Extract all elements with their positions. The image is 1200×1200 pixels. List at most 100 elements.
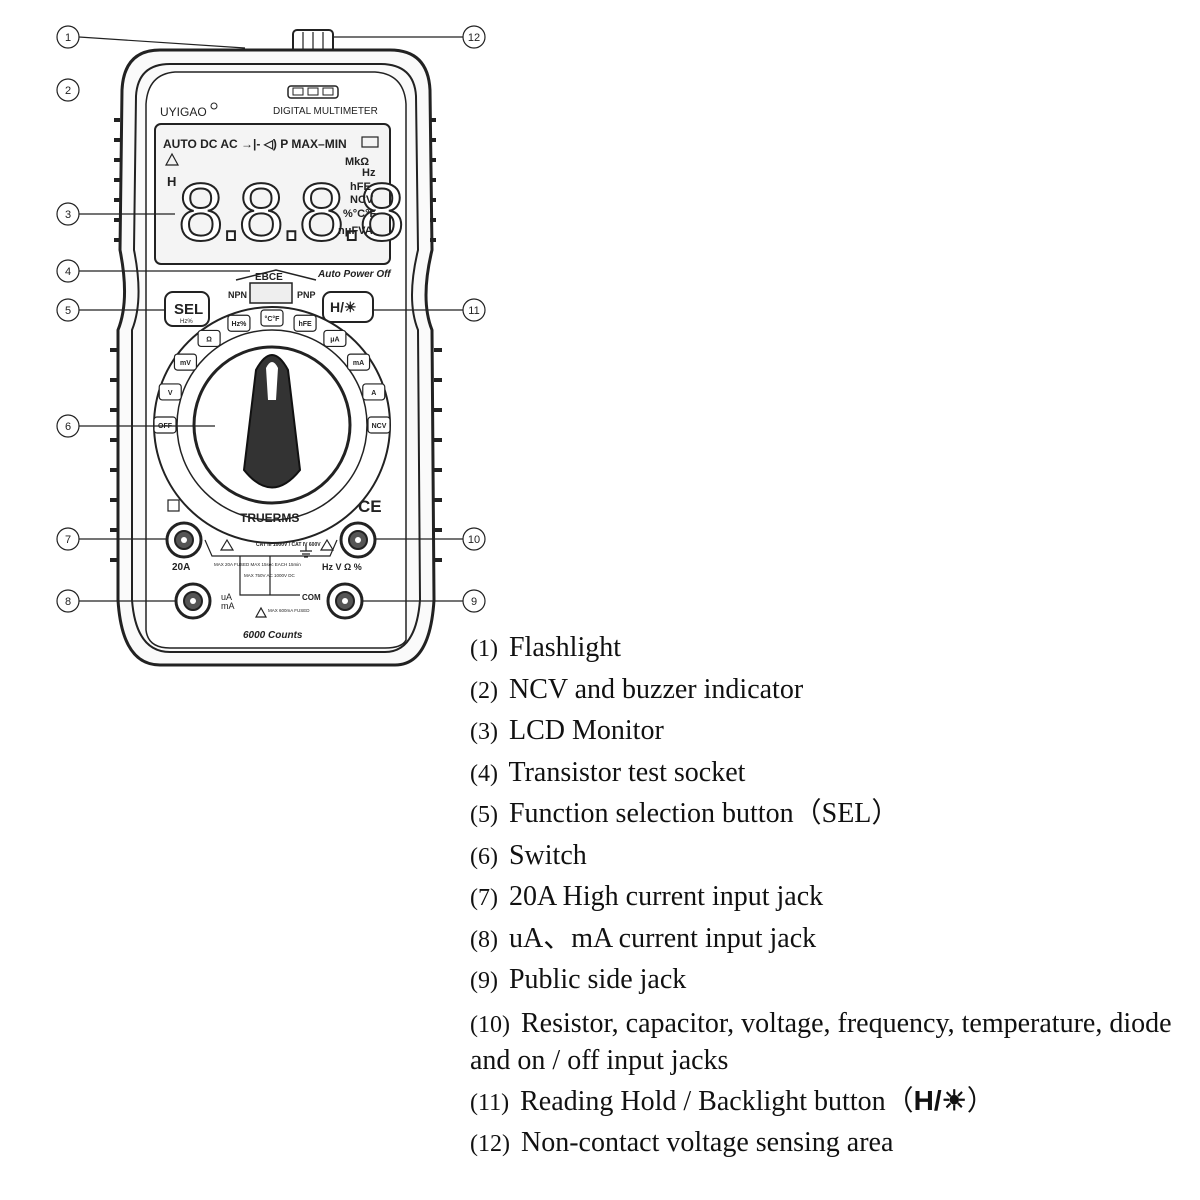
fuse-20a-label: MAX 20A FUSED MAX 15sec EACH 15min [214,562,301,567]
callout-circle [56,202,80,226]
legend-item-6: (6) Switch [470,839,587,871]
dial-position-label: Ω [206,336,212,343]
sel-button-sublabel: Hz% [180,319,193,325]
dial-position-label: °C°F [265,315,281,323]
legend-item-9: (9) Public side jack [470,964,687,995]
legend-item-3: (3) LCD Monitor [470,715,664,746]
legend-list: (1) Flashlight (2) NCV and buzzer indica… [470,628,1200,1165]
dial-position-box [362,383,386,401]
pnp-label: PNP [297,290,316,300]
callout-circle [462,25,486,49]
socket-label: EBCE [255,272,283,283]
callout-circle [462,527,486,551]
lcd-screen: AUTO DC AC →|- ◁) P MAX–MIN H 8.8.8.8 Mk… [154,123,407,265]
callout-circle [56,25,80,49]
legend-item-4: (4) Transistor test socket [470,756,746,788]
truerms-label: TRUERMS [240,511,299,525]
callout-number: 2 [65,85,71,97]
registered-icon [210,102,218,110]
lcd-unit-3: NCV [350,194,374,206]
jack-vohm[interactable] [339,521,377,559]
jack-ma-label: mA [221,601,235,611]
jack-com[interactable] [326,582,364,620]
dial-position-box [260,309,284,327]
callout-number: 5 [65,305,71,317]
dial-position-label: A [371,390,376,397]
hold-backlight-button[interactable]: H/☀ [322,291,374,323]
double-insulation-icon [167,499,180,512]
hold-button-label: H/☀ [330,299,357,315]
transistor-socket: EBCE NPN PNP [228,269,317,304]
lcd-digits: 8.8.8.8 [178,167,402,258]
lcd-unit-4: %°C°F [343,208,377,220]
legend-item-10: (10) Resistor, capacitor, voltage, frequ… [470,1007,1172,1076]
hold-backlight-icon: H/☀ [913,1084,967,1116]
callout-number: 12 [468,32,480,44]
npn-label: NPN [228,290,247,300]
cat-rating-label: CAT III 1000V / CAT IV 600V [256,542,321,548]
callout-number: 8 [65,596,71,608]
sel-button[interactable]: SEL Hz% [164,291,210,327]
rotary-switch[interactable] [153,306,391,544]
legend-item-11: (11) Reading Hold / Backlight button（H/☀… [470,1084,995,1117]
callout-circle [462,298,486,322]
jack-com-label: COM [302,593,321,602]
callout-number: 7 [65,534,71,546]
dial-position-box [153,416,177,434]
dial-position-box [227,314,251,332]
lcd-unit-1: Hz [362,167,376,179]
legend-item-1: (1) Flashlight [470,632,621,663]
dial-position-box [346,353,371,371]
callout-number: 11 [468,305,479,317]
lcd-hold-indicator: H [167,174,176,189]
dial-position-box [293,314,317,332]
legend-item-5: (5) Function selection button（SEL） [470,798,900,829]
counts-label: 6000 Counts [243,630,303,641]
callout-circle [462,589,486,613]
legend-item-7: (7) 20A High current input jack [470,881,824,912]
callout-circle [56,527,80,551]
dial-position-label: V [168,390,173,397]
brand-label: UYIGAO [160,105,207,119]
jack-20a[interactable] [165,521,203,559]
dial-position-label: mA [353,360,364,367]
jack-ua-label: uA [221,592,232,602]
callout-circle [56,259,80,283]
lcd-top-indicators: AUTO DC AC →|- ◁) P MAX–MIN [163,137,347,151]
dial-position-label: mV [180,360,191,367]
legend-item-8: (8) uA、mA current input jack [470,922,817,954]
auto-power-off-label: Auto Power Off [317,269,392,280]
callout-circle [56,298,80,322]
callout-number: 9 [471,596,477,608]
ce-mark: CE [358,497,382,516]
dial-position-label: Hz% [232,321,248,328]
lcd-unit-5: nμFVA [338,225,373,237]
dial-position-label: NCV [372,423,387,430]
jack-20a-label: 20A [172,562,190,573]
warning-icon [164,152,180,166]
fuse-ma-label: MAX 600mA FUSED [268,608,310,613]
dial-position-box [158,383,182,401]
callout-number: 6 [65,421,71,433]
dial-position-label: μA [330,336,339,343]
lcd-unit-0: MkΩ [345,156,369,168]
jack-ua-ma[interactable] [174,582,212,620]
dial-position-box [173,353,198,371]
model-label: DIGITAL MULTIMETER [273,106,378,117]
callout-circle [56,78,80,102]
callout-number: 1 [65,32,71,44]
dial-position-label: hFE [298,321,312,328]
max-voltage-label: MAX 750V AC 1000V DC [244,573,296,578]
sel-button-label: SEL [174,301,203,318]
callout-number: 4 [65,266,71,278]
dial-position-box [323,329,347,348]
jack-panel-markings [204,538,338,618]
callout-circle [56,589,80,613]
callout-circle [56,414,80,438]
legend-item-2: (2) NCV and buzzer indicator [470,673,804,705]
jack-vohm-label: Hz V Ω % [322,562,362,572]
callout-number: 3 [65,209,71,221]
